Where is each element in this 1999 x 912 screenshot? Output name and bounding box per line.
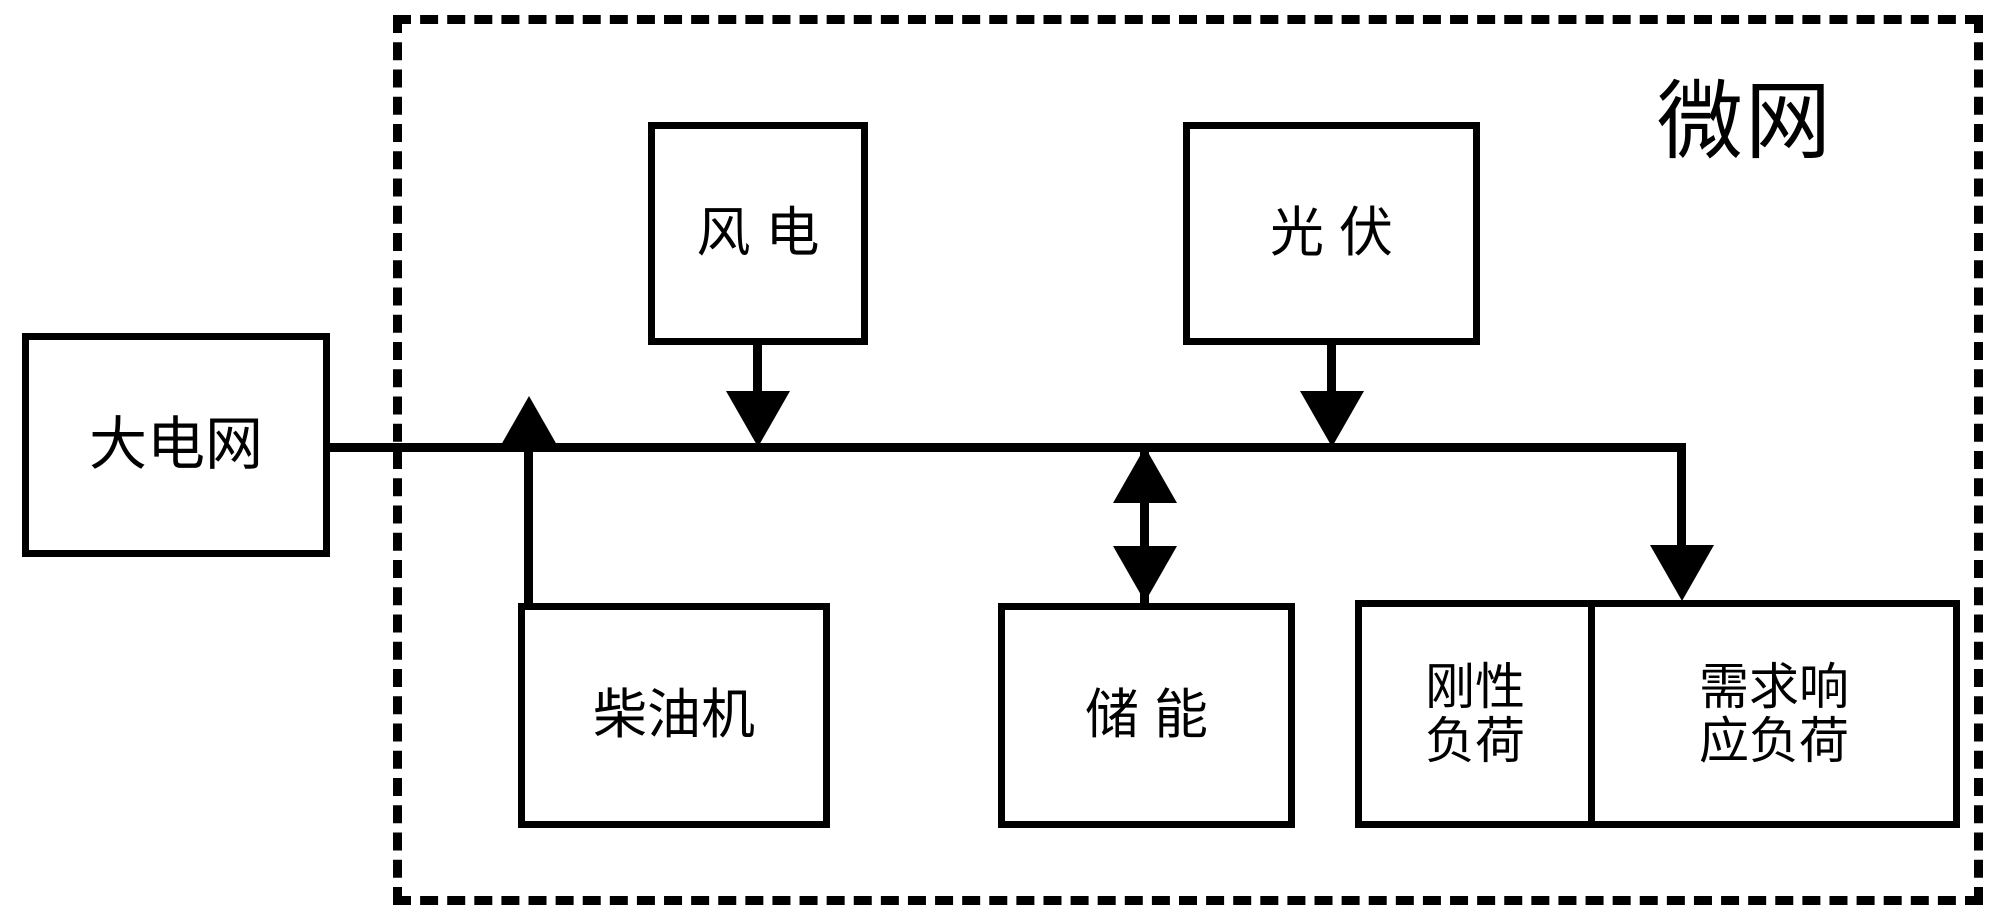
node-wind-power[interactable]: 风 电 [648, 122, 868, 345]
storage-discharge-arrow-icon [1113, 447, 1177, 503]
wind-to-bus-wire [753, 345, 762, 395]
main-bus-line [322, 443, 1686, 452]
diesel-flow-arrow-icon [497, 396, 561, 452]
diesel-to-bus-wire [524, 452, 533, 603]
node-load-group: 刚性 负荷 需求响 应负荷 [1355, 600, 1960, 828]
node-diesel-generator[interactable]: 柴油机 [518, 603, 830, 828]
load-flow-arrow-icon [1650, 545, 1714, 601]
node-photovoltaic[interactable]: 光 伏 [1183, 122, 1480, 345]
node-main-grid[interactable]: 大电网 [22, 333, 330, 557]
pv-to-bus-wire [1327, 345, 1336, 395]
node-rigid-load-label: 刚性 负荷 [1425, 659, 1525, 769]
storage-charge-arrow-icon [1113, 546, 1177, 602]
bus-to-load-wire [1677, 448, 1686, 548]
node-main-grid-label: 大电网 [88, 411, 263, 477]
pv-flow-arrow-icon [1300, 391, 1364, 447]
microgrid-boundary-label: 微网 [1657, 74, 1833, 170]
microgrid-boundary [393, 15, 1983, 905]
wind-flow-arrow-icon [726, 391, 790, 447]
node-energy-storage-label: 储 能 [1084, 685, 1208, 746]
node-photovoltaic-label: 光 伏 [1269, 203, 1393, 264]
node-diesel-generator-label: 柴油机 [593, 685, 755, 746]
node-demand-response-load-label: 需求响 应负荷 [1699, 659, 1849, 769]
node-demand-response-load[interactable]: 需求响 应负荷 [1588, 607, 1953, 821]
node-wind-power-label: 风 电 [696, 203, 820, 264]
storage-to-bus-wire [1140, 452, 1149, 603]
node-energy-storage[interactable]: 储 能 [998, 603, 1295, 828]
node-rigid-load[interactable]: 刚性 负荷 [1362, 607, 1588, 821]
